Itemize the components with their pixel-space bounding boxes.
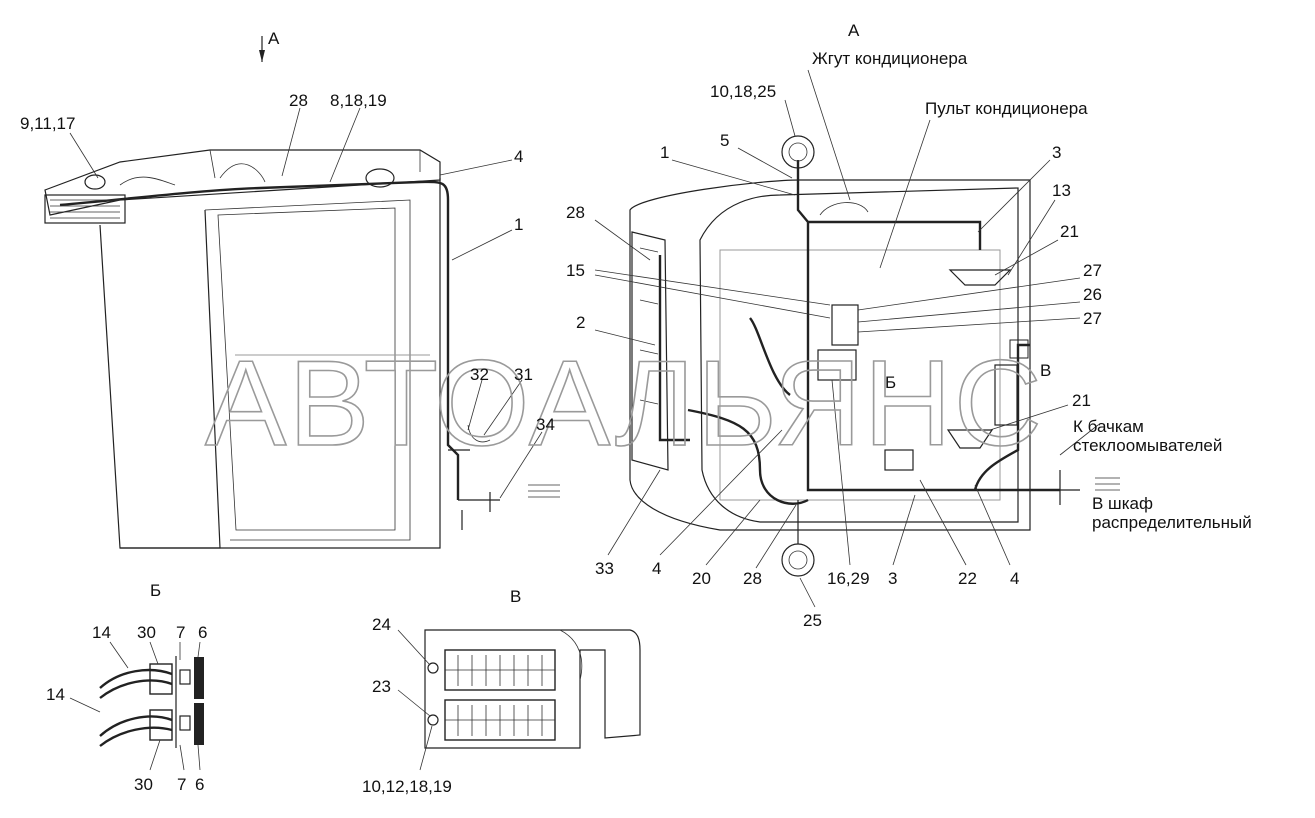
view-mark-b: Б <box>885 373 896 392</box>
callout: 7 <box>176 623 185 642</box>
callout: 22 <box>958 569 977 588</box>
right-view <box>594 69 1120 608</box>
callout: 4 <box>514 147 523 166</box>
callout: 3 <box>1052 143 1061 162</box>
callout: 9,11,17 <box>20 114 75 133</box>
annotation-panel: Пульт кондиционера <box>925 99 1088 118</box>
callout: 16,29 <box>827 569 870 588</box>
callout: 4 <box>1010 569 1019 588</box>
annotation-washers-line2: стеклоомывателей <box>1073 436 1222 455</box>
callout: 28 <box>566 203 585 222</box>
callout: 1 <box>514 215 523 234</box>
view-letter-b: Б <box>150 581 161 600</box>
annotation-washers-line1: К бачкам <box>1073 417 1144 436</box>
callout: 27 <box>1083 309 1102 328</box>
callout: 23 <box>372 677 391 696</box>
callout: 7 <box>177 775 186 794</box>
annotation-cabinet-line2: распределительный <box>1092 513 1252 532</box>
callout: 21 <box>1060 222 1079 241</box>
callout: 24 <box>372 615 391 634</box>
annotation-cabinet-line1: В шкаф <box>1092 494 1153 513</box>
callout: 8,18,19 <box>330 91 387 110</box>
callout: 25 <box>803 611 822 630</box>
callout: 15 <box>566 261 585 280</box>
callout: 6 <box>198 623 207 642</box>
callout: 21 <box>1072 391 1091 410</box>
callout: 10,12,18,19 <box>362 777 452 796</box>
view-letter-a-left: А <box>268 29 280 48</box>
callout: 26 <box>1083 285 1102 304</box>
view-letter-a-right: А <box>848 21 860 40</box>
left-view <box>44 36 560 549</box>
callout: 28 <box>289 91 308 110</box>
detail-v <box>397 629 641 771</box>
watermark: АВТОАЛЬЯНС <box>205 335 1044 471</box>
callout: 30 <box>137 623 156 642</box>
view-mark-v: В <box>1040 361 1051 380</box>
callout: 32 <box>470 365 489 384</box>
callout: 27 <box>1083 261 1102 280</box>
callout: 3 <box>888 569 897 588</box>
callout: 30 <box>134 775 153 794</box>
annotation-harness: Жгут кондиционера <box>812 49 968 68</box>
callout: 6 <box>195 775 204 794</box>
view-letter-v: В <box>510 587 521 606</box>
callout: 14 <box>46 685 65 704</box>
callout: 20 <box>692 569 711 588</box>
callout: 1 <box>660 143 669 162</box>
callout: 33 <box>595 559 614 578</box>
callout: 2 <box>576 313 585 332</box>
callout: 4 <box>652 559 661 578</box>
callout: 31 <box>514 365 533 384</box>
callout: 28 <box>743 569 762 588</box>
callout: 34 <box>536 415 555 434</box>
callout: 14 <box>92 623 111 642</box>
detail-b <box>69 641 204 771</box>
callout: 5 <box>720 131 729 150</box>
callout: 13 <box>1052 181 1071 200</box>
callout: 10,18,25 <box>710 82 776 101</box>
